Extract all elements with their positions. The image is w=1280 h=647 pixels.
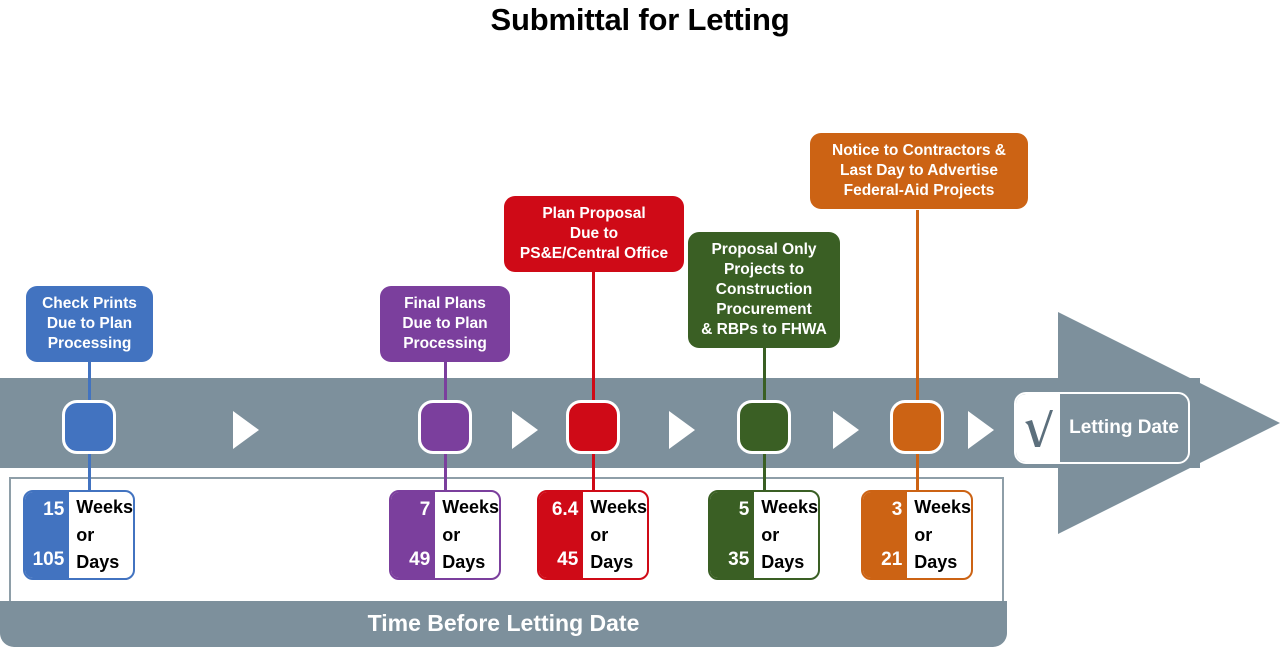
badge-weeks-value: 7 bbox=[419, 499, 431, 520]
badge-days-value: 21 bbox=[881, 549, 903, 570]
badge-weeks-value: 6.4 bbox=[551, 499, 579, 520]
badge-unit-or: or bbox=[761, 524, 780, 545]
callout-line: Processing bbox=[47, 335, 132, 352]
callout-line: Due to bbox=[569, 225, 619, 242]
band-separator-arrow-icon bbox=[968, 411, 994, 449]
badge-unit-weeks: Weeks bbox=[914, 497, 971, 517]
badge-weeks-value: 5 bbox=[738, 499, 750, 520]
badge-unit-weeks: Weeks bbox=[761, 497, 818, 517]
callout-check-prints[interactable]: Check Prints Due to Plan Processing bbox=[26, 286, 153, 362]
badge-unit-weeks: Weeks bbox=[442, 497, 499, 517]
badge-unit-weeks: Weeks bbox=[590, 497, 647, 517]
band-separator-arrow-icon bbox=[512, 411, 538, 449]
callout-line: Last Day to Advertise bbox=[840, 162, 998, 179]
callout-notice-to-contractors[interactable]: Notice to Contractors & Last Day to Adve… bbox=[810, 133, 1028, 209]
badge-days-value: 35 bbox=[728, 549, 750, 570]
callout-line: Final Plans bbox=[404, 295, 486, 312]
timeline-node-proposal-only[interactable] bbox=[737, 400, 791, 454]
badge-weeks-value: 3 bbox=[891, 499, 903, 520]
connector-line-plan-proposal bbox=[592, 262, 595, 500]
badge-unit-days: Days bbox=[76, 552, 120, 572]
letting-date-label: Letting Date bbox=[1069, 417, 1179, 438]
badge-days-value: 45 bbox=[557, 549, 579, 570]
callout-line: Notice to Contractors & bbox=[832, 142, 1006, 159]
timeline-node-final-plans[interactable] bbox=[418, 400, 472, 454]
duration-badge-check-prints[interactable]: 15 105 Weeks or Days bbox=[23, 490, 135, 580]
badge-weeks-value: 15 bbox=[43, 499, 65, 520]
badge-unit-days: Days bbox=[590, 552, 634, 572]
connector-line-notice-to-contractors bbox=[916, 210, 919, 500]
callout-line: Due to Plan bbox=[402, 315, 488, 332]
callout-line: Processing bbox=[403, 335, 487, 352]
callout-proposal-only[interactable]: Proposal Only Projects to Construction P… bbox=[688, 232, 840, 348]
badge-unit-or: or bbox=[914, 524, 933, 545]
band-separator-arrow-icon bbox=[833, 411, 859, 449]
callout-line: Due to Plan bbox=[46, 315, 133, 332]
check-radical-icon bbox=[1016, 394, 1060, 462]
callout-line: Construction bbox=[715, 281, 813, 298]
callout-line: Proposal Only bbox=[711, 241, 817, 258]
timeline-node-notice-to-contractors[interactable] bbox=[890, 400, 944, 454]
callout-line: Check Prints bbox=[42, 295, 137, 312]
badge-unit-days: Days bbox=[442, 552, 486, 572]
callout-line: PS&E/Central Office bbox=[519, 245, 669, 262]
badge-unit-or: or bbox=[442, 524, 461, 545]
callout-line: Plan Proposal bbox=[542, 205, 646, 222]
badge-unit-or: or bbox=[76, 524, 95, 545]
duration-badge-proposal-only[interactable]: 5 35 Weeks or Days bbox=[708, 490, 820, 580]
badge-unit-days: Days bbox=[914, 552, 958, 572]
timeline-node-plan-proposal[interactable] bbox=[566, 400, 620, 454]
timeline-node-check-prints[interactable] bbox=[62, 400, 116, 454]
time-before-letting-panel bbox=[9, 477, 1004, 603]
footer-label: Time Before Letting Date bbox=[367, 610, 640, 636]
callout-line: Federal-Aid Projects bbox=[843, 182, 995, 199]
letting-date-chip[interactable]: Letting Date bbox=[1014, 392, 1190, 464]
duration-badge-plan-proposal[interactable]: 6.4 45 Weeks or Days bbox=[537, 490, 649, 580]
callout-line: Procurement bbox=[716, 301, 812, 318]
timeline-arrowhead-icon bbox=[1058, 312, 1280, 534]
callout-line: & RBPs to FHWA bbox=[701, 321, 827, 338]
badge-days-value: 105 bbox=[32, 549, 65, 570]
badge-unit-weeks: Weeks bbox=[76, 497, 133, 517]
badge-unit-days: Days bbox=[761, 552, 805, 572]
badge-unit-or: or bbox=[590, 524, 609, 545]
callout-final-plans[interactable]: Final Plans Due to Plan Processing bbox=[380, 286, 510, 362]
duration-badge-final-plans[interactable]: 7 49 Weeks or Days bbox=[389, 490, 501, 580]
callout-line: Projects to bbox=[723, 261, 805, 278]
page-title: Submittal for Letting bbox=[490, 2, 790, 37]
footer-bar bbox=[0, 601, 1007, 647]
callout-plan-proposal[interactable]: Plan Proposal Due to PS&E/Central Office bbox=[504, 196, 684, 272]
band-separator-arrow-icon bbox=[669, 411, 695, 449]
band-separator-arrow-icon bbox=[233, 411, 259, 449]
duration-badge-notice-to-contractors[interactable]: 3 21 Weeks or Days bbox=[861, 490, 973, 580]
badge-days-value: 49 bbox=[409, 549, 431, 570]
